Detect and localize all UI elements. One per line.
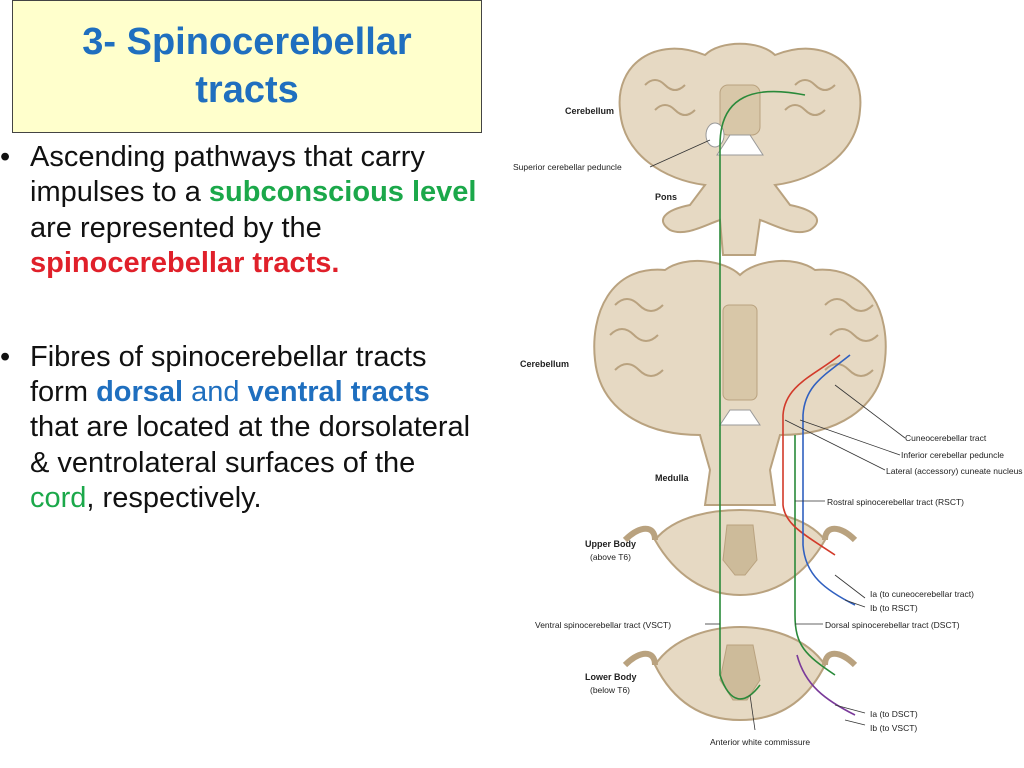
- bullet2-text-3: that are located at the dorsolateral & v…: [30, 411, 471, 479]
- label-cuneocerebellar: Cuneocerebellar tract: [905, 433, 987, 443]
- label-dsct: Dorsal spinocerebellar tract (DSCT): [825, 620, 960, 630]
- label-ib-rsct: Ib (to RSCT): [870, 603, 918, 613]
- slide-title-line1: 3- Spinocerebellar: [82, 21, 412, 63]
- bullet1-highlight-tracts: spinocerebellar tracts.: [30, 247, 340, 280]
- bullet-dot: •: [0, 340, 11, 373]
- bullet1-highlight-subconscious: subconscious level: [208, 176, 477, 209]
- label-ia-dsct: Ia (to DSCT): [870, 709, 918, 719]
- label-lower-body: Lower Body: [585, 672, 637, 682]
- label-vsct: Ventral spinocerebellar tract (VSCT): [535, 620, 671, 630]
- spinocerebellar-figure: Cerebellum Superior cerebellar peduncle …: [505, 15, 1024, 760]
- red-rsct-tract: [782, 354, 841, 556]
- label-inferior-peduncle: Inferior cerebellar peduncle: [901, 450, 1004, 460]
- bullet1-text-2: are represented by the: [30, 211, 322, 244]
- label-upper-body: Upper Body: [585, 539, 636, 549]
- bullet-item-1: • Ascending pathways that carry impulses…: [0, 140, 478, 282]
- label-above-t6: (above T6): [590, 552, 631, 562]
- bullet2-text-4: , respectively.: [86, 482, 262, 514]
- blue-cuneo-tract: [802, 354, 856, 606]
- label-below-t6: (below T6): [590, 685, 630, 695]
- slide-title-box: 3- Spinocerebellar tracts: [12, 0, 482, 133]
- label-cerebellum-top: Cerebellum: [565, 106, 614, 116]
- bullet-list: • Ascending pathways that carry impulses…: [0, 140, 478, 516]
- label-pons: Pons: [655, 192, 677, 202]
- label-cerebellum-mid: Cerebellum: [520, 359, 569, 369]
- green-dorsal-tract: [794, 435, 836, 676]
- purple-dsct-tract: [796, 654, 856, 716]
- slide-title-line2: tracts: [195, 68, 299, 111]
- green-ventral-tract: [719, 90, 806, 700]
- bullet-dot: •: [0, 141, 11, 173]
- label-ia-cuneo: Ia (to cuneocerebellar tract): [870, 589, 974, 599]
- bullet-item-2: • Fibres of spinocerebellar tracts form …: [0, 340, 478, 517]
- bullet2-highlight-cord: cord: [30, 482, 87, 514]
- bullet2-highlight-dorsal: dorsal: [96, 375, 184, 408]
- anatomy-illustration: Cerebellum Superior cerebellar peduncle …: [513, 42, 1023, 747]
- label-lateral-cuneate: Lateral (accessory) cuneate nucleus: [886, 466, 1023, 476]
- middle-cerebellum-section: [593, 259, 887, 506]
- label-anterior-commissure: Anterior white commissure: [710, 737, 810, 747]
- leader-lines: [649, 139, 906, 731]
- label-rsct: Rostral spinocerebellar tract (RSCT): [827, 497, 964, 507]
- bullet2-and: and: [183, 375, 248, 408]
- label-medulla: Medulla: [655, 473, 689, 483]
- bullet1-text: Ascending pathways that carry impulses t…: [30, 141, 425, 209]
- bullet2-text: Fibres of spinocerebellar tracts form: [30, 340, 427, 408]
- bullet2-highlight-ventral: ventral tracts: [247, 375, 430, 408]
- label-superior-peduncle: Superior cerebellar peduncle: [513, 162, 622, 172]
- label-ib-vsct: Ib (to VSCT): [870, 723, 917, 733]
- upper-cerebellum-section: [618, 42, 862, 256]
- upper-body-cord-section: [622, 508, 858, 597]
- lower-body-cord-section: [622, 625, 858, 722]
